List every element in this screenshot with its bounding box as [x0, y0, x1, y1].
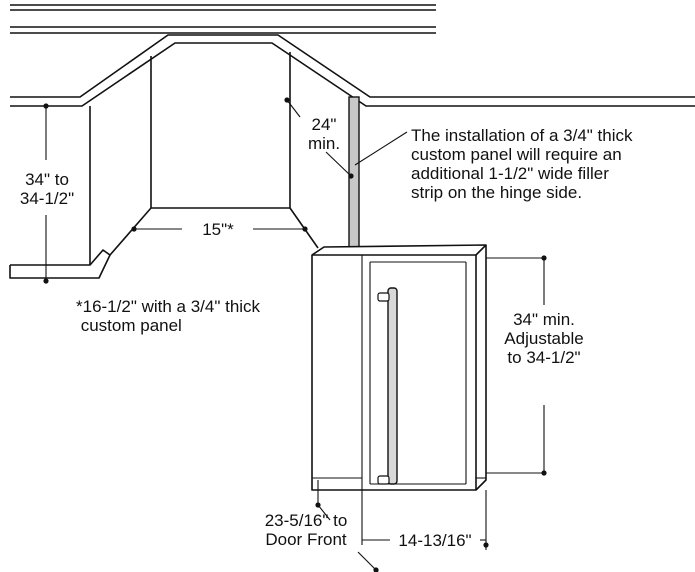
unit-width-label: 14-13/16" [398, 531, 472, 550]
width-label: 15"* [202, 220, 234, 239]
cavity-back-wall [109, 52, 319, 256]
unit-width-dimension [361, 490, 489, 550]
left-cabinet [9, 106, 111, 279]
filler-strip-callout: The installation of a 3/4" thick custom … [411, 126, 633, 202]
countertop-top-edge [10, 4, 436, 34]
callout-leader [354, 131, 408, 166]
door-handle [377, 287, 398, 485]
depth-min-label: 24" min. [307, 115, 341, 153]
panel-note-label: *16-1/2" with a 3/4" thick custom panel [76, 297, 261, 335]
height-range-label: 34" to 34-1/2" [19, 170, 75, 208]
ice-maker-unit [311, 244, 487, 491]
width-dimension [131, 226, 308, 232]
depth-to-door-dimension [315, 480, 379, 572]
unit-height-dimension [486, 255, 547, 476]
unit-height-label: 34" min. Adjustable to 34-1/2" [504, 310, 584, 367]
height-range-dimension [43, 103, 49, 284]
countertop-opening [10, 34, 695, 107]
depth-min-dimension [284, 97, 354, 179]
depth-to-door-label: 23-5/16" to Door Front [264, 511, 348, 549]
